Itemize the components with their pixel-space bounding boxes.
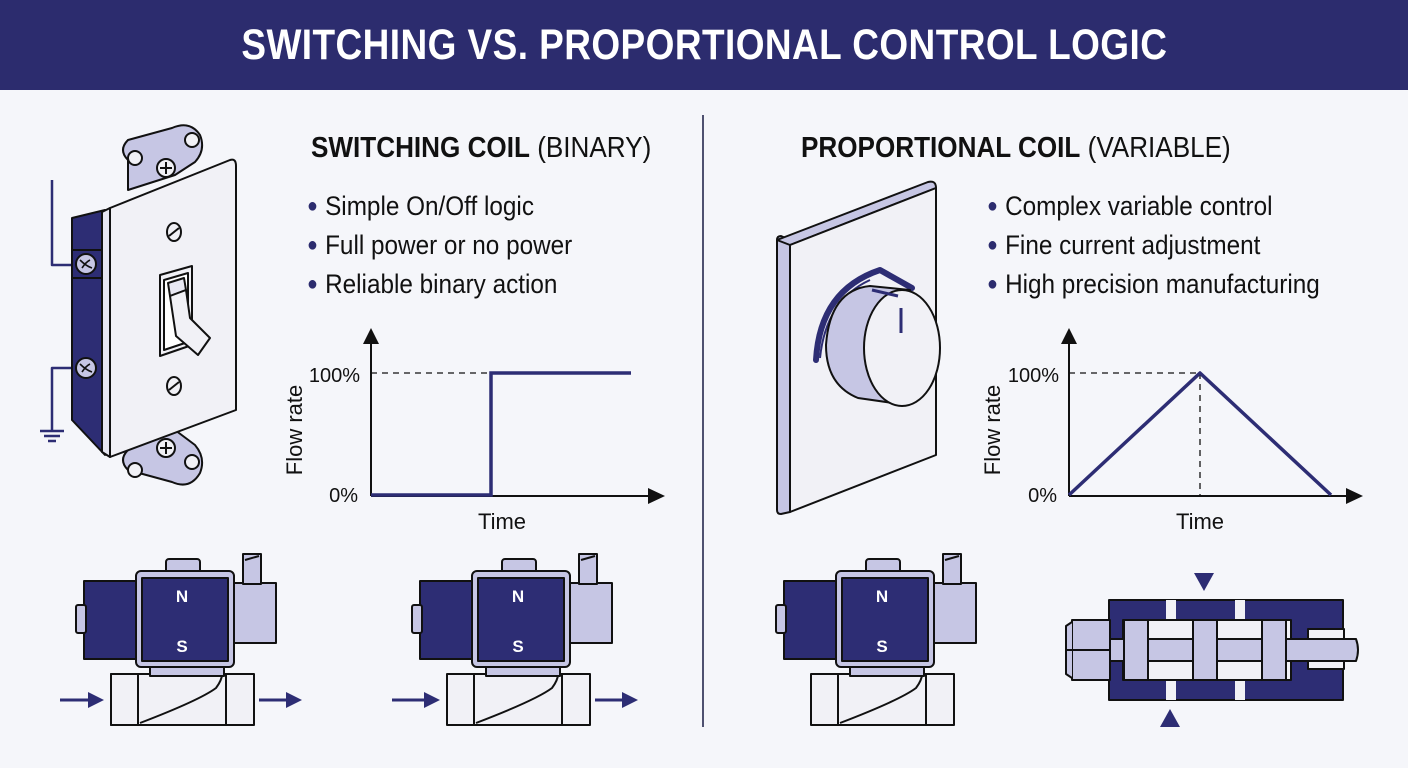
list-item: ●Reliable binary action [307, 269, 558, 299]
proportional-bullets: ●Complex variable control ●Fine current … [987, 188, 1357, 305]
triangle-down-icon [1194, 573, 1214, 591]
list-item: ●Complex variable control [987, 191, 1273, 221]
proportional-heading-light: (VARIABLE) [1087, 132, 1231, 164]
north-pole-label: N [876, 587, 888, 606]
south-pole-label: S [512, 637, 523, 656]
ground-icon [40, 429, 64, 443]
y-axis-label: Flow rate [980, 385, 1005, 475]
y-tick-top: 100% [1008, 365, 1059, 387]
title-banner: SWITCHING VS. PROPORTIONAL CONTROL LOGIC [0, 0, 1408, 90]
switching-bullets: ●Simple On/Off logic ●Full power or no p… [307, 188, 602, 305]
x-axis-label: Time [478, 509, 526, 534]
switching-heading-light: (BINARY) [537, 132, 652, 164]
bullet-icon: ● [307, 195, 318, 217]
bullet-icon: ● [307, 234, 318, 256]
south-pole-label: S [876, 637, 887, 656]
page-title: SWITCHING VS. PROPORTIONAL CONTROL LOGIC [241, 20, 1167, 69]
switching-heading: SWITCHING COIL (BINARY) [311, 132, 651, 165]
section-divider [702, 115, 704, 727]
dimmer-knob-icon [776, 180, 941, 515]
list-item: ●Simple On/Off logic [307, 191, 534, 221]
toggle-switch-icon [40, 124, 237, 486]
spool-valve-icon [1065, 573, 1359, 727]
solenoid-valve-2: N S [392, 553, 638, 726]
solenoid-valve-3: N S [775, 553, 977, 726]
proportional-heading-strong: PROPORTIONAL COIL [801, 132, 1081, 164]
triangle-up-icon [1160, 709, 1180, 727]
proportional-heading: PROPORTIONAL COIL (VARIABLE) [801, 132, 1231, 165]
north-pole-label: N [176, 587, 188, 606]
switching-chart: 100% 0% Time Flow rate [282, 328, 665, 534]
y-tick-bottom: 0% [329, 485, 358, 507]
north-pole-label: N [512, 587, 524, 606]
list-item: ●Fine current adjustment [987, 230, 1261, 260]
proportional-chart: 100% 0% Time Flow rate [980, 328, 1363, 534]
y-axis-label: Flow rate [282, 385, 307, 475]
x-axis-label: Time [1176, 509, 1224, 534]
bullet-icon: ● [987, 234, 998, 256]
bullet-icon: ● [987, 195, 998, 217]
bullet-icon: ● [307, 273, 318, 295]
bullet-icon: ● [987, 273, 998, 295]
solenoid-valve-1: N S [60, 553, 302, 726]
y-tick-top: 100% [309, 365, 360, 387]
switching-heading-strong: SWITCHING COIL [311, 132, 530, 164]
list-item: ●High precision manufacturing [987, 269, 1320, 299]
y-tick-bottom: 0% [1028, 485, 1057, 507]
list-item: ●Full power or no power [307, 230, 573, 260]
south-pole-label: S [176, 637, 187, 656]
